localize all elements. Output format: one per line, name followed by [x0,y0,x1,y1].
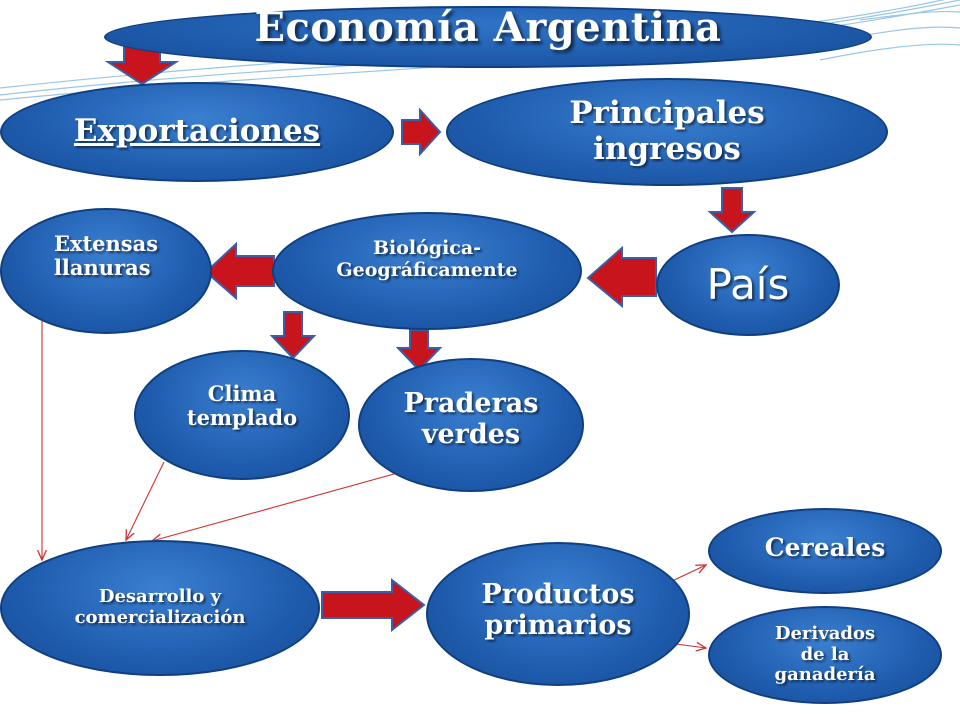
arrow-exportaciones-to-principales [401,107,442,157]
desarrollo-label: Desarrollo y [98,586,222,608]
connector-productos-to-derivados [675,644,706,648]
praderas-label: Praderas [403,387,539,419]
title-ellipse: Economía Argentina [104,3,872,68]
cereales-label: Cereales [764,532,886,562]
node-extensas-llanuras: Extensas llanuras [0,208,212,334]
primarios-label: primarios [484,610,632,641]
node-exportaciones: Exportaciones [0,82,394,182]
ganaderia-label: ganadería [774,664,876,686]
node-clima-templado: Clima templado [134,350,350,480]
node-pais: País [656,234,840,336]
ingresos-label: ingresos [593,131,741,167]
page-title: Economía Argentina [254,3,722,51]
derivados-label: Derivados [774,622,876,644]
arrow-pais-to-biologica [586,245,657,309]
templado-label: templado [186,405,298,430]
node-cereales: Cereales [708,508,942,594]
pais-label: País [706,259,790,309]
geograficamente-label: Geográficamente [336,259,518,281]
connector-clima-to-desarrollo [126,461,165,540]
arrow-biologica-to-clima [269,311,317,360]
node-productos-primarios: Productos primarios [426,542,690,686]
node-praderas-verdes: Praderas verdes [358,358,584,492]
connector-productos-to-cereales [669,565,706,583]
productos-label: Productos [481,578,635,610]
node-principales-ingresos: Principales ingresos [446,78,888,186]
arrow-biologica-to-praderas [395,329,443,372]
extensas-label: Extensas [53,230,159,256]
verdes-label: verdes [421,419,521,450]
arrow-desarrollo-to-productos [321,577,426,633]
node-biologica-geograficamente: Biológica- Geográficamente [272,212,582,330]
arrow-principales-to-pais [707,187,757,234]
node-derivados-ganaderia: Derivados de la ganadería [708,606,942,704]
biologica-label: Biológica- [372,237,482,260]
exportaciones-label: Exportaciones [73,113,321,150]
llanuras-label: llanuras [53,255,151,280]
de-la-label: de la [800,643,850,665]
comercializacion-label: comercialización [74,607,246,628]
node-desarrollo-comercializacion: Desarrollo y comercialización [0,540,320,676]
clima-label: Clima [207,380,277,406]
connector-praderas-to-desarrollo [152,473,395,541]
arrow-biologica-to-extensas [204,241,275,301]
principales-label: Principales [569,95,765,132]
